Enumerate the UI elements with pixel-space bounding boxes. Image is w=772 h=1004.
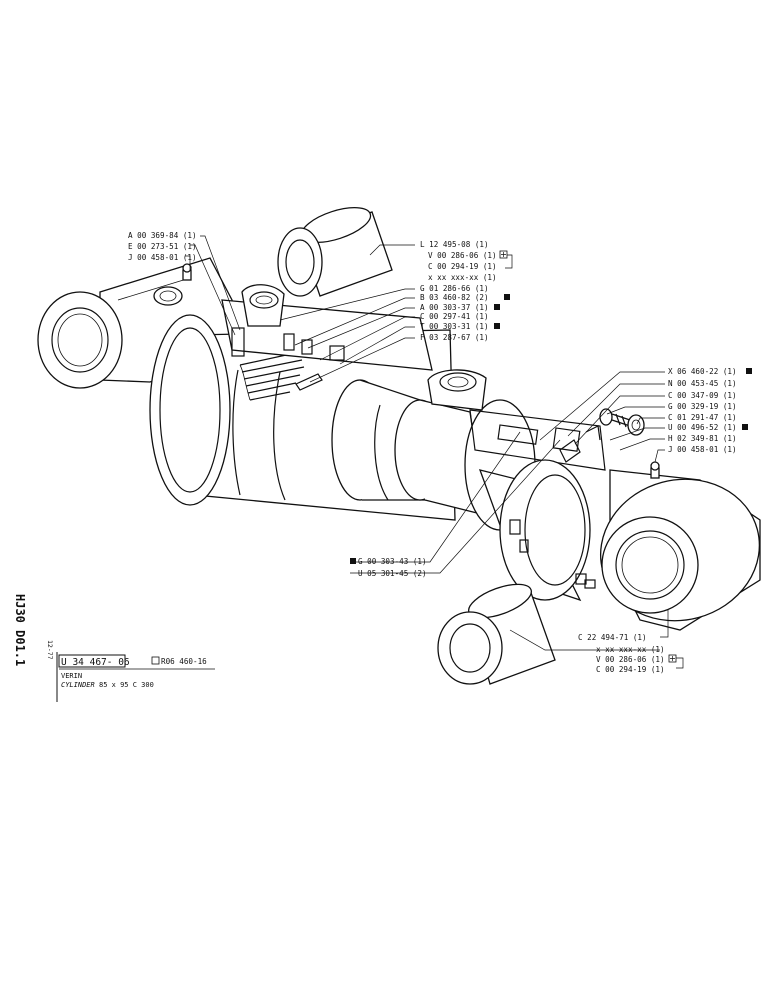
- adjust-screw-icon: [599, 408, 645, 436]
- callout-c-291: C 01 291-47 (1): [668, 413, 737, 422]
- callout-b-460: B 03 460-82 (2): [420, 293, 489, 302]
- callout-a-369: A 00 369-84 (1): [128, 231, 197, 240]
- thread-section-icon: [239, 351, 305, 401]
- callout-h-349: H 02 349-81 (1): [668, 434, 737, 443]
- spacer-bush-bottom-icon: [437, 583, 556, 685]
- callout-labels: A 00 369-84 (1) E 00 273-51 (1) J 00 458…: [128, 231, 752, 674]
- plus-mark-icon: [670, 656, 675, 661]
- callout-t-303: T 00 303-31 (1): [420, 322, 489, 331]
- filled-square-icon: [504, 294, 510, 300]
- callout-v-286-top: V 00 286-06 (1): [428, 251, 497, 260]
- callout-n-453: N 00 453-45 (1): [668, 379, 737, 388]
- piston-rod-icon: [331, 379, 536, 531]
- name-fr: VERIN: [61, 672, 82, 680]
- part-number: U 34 467- 06: [61, 657, 130, 668]
- callout-c-294-top: C 00 294-19 (1): [428, 262, 497, 271]
- cylinder-drawing: [37, 206, 761, 685]
- callout-u-496: U 00 496-52 (1): [668, 423, 737, 432]
- callout-x-xx-bottom: x xx xxx-xx (1): [596, 645, 665, 654]
- callout-g-329: G 00 329-19 (1): [668, 402, 737, 411]
- callout-a-303: A 00 303-37 (1): [420, 303, 489, 312]
- filled-square-icon: [494, 323, 500, 329]
- callout-l-12495: L 12 495-08 (1): [420, 240, 489, 249]
- grease-nipple-right-icon: [650, 461, 660, 479]
- date-code: 12-77: [46, 640, 54, 660]
- filled-square-icon: [746, 368, 752, 374]
- callout-g-303: G 00 303-43 (1): [358, 557, 427, 566]
- callout-c-294-bottom: C 00 294-19 (1): [596, 665, 665, 674]
- callout-c-22494: C 22 494-71 (1): [578, 633, 647, 642]
- reference-box-icon: [151, 656, 160, 665]
- part-number-box: [58, 654, 126, 668]
- callout-f-287: F 03 287-67 (1): [420, 333, 489, 342]
- callout-c-297: C 00 297-41 (1): [420, 312, 489, 321]
- callout-x-460: X 06 460-22 (1): [668, 367, 737, 376]
- callout-g-286: G 01 286-66 (1): [420, 284, 489, 293]
- title-block: HJ30 D01.1 12-77 U 34 467- 06 R06 460-16…: [13, 594, 215, 702]
- plus-mark-icon: [501, 252, 506, 257]
- grease-nipple-top-icon: [153, 263, 192, 306]
- callout-u-301: U 05 301-45 (2): [358, 569, 427, 578]
- callout-v-286-bottom: V 00 286-06 (1): [596, 655, 665, 664]
- name-en: CYLINDER: [61, 681, 95, 689]
- spacer-bush-top-icon: [277, 206, 393, 297]
- callout-x-xx-top: x xx xxx-xx (1): [428, 273, 497, 282]
- side-code: HJ30 D01.1: [13, 594, 27, 666]
- callout-j-458-right: J 00 458-01 (1): [668, 445, 737, 454]
- reference-number: R06 460-16: [161, 657, 207, 666]
- callout-e-273: E 00 273-51 (1): [128, 242, 197, 251]
- filled-square-icon: [742, 424, 748, 430]
- filled-square-icon: [494, 304, 500, 310]
- oil-port-icon: [427, 369, 606, 471]
- front-eye-icon: [599, 469, 761, 631]
- cylinder-head-cutaway-icon: [221, 284, 433, 391]
- callout-c-347: C 00 347-09 (1): [668, 391, 737, 400]
- leader-lines: [185, 235, 684, 669]
- callout-j-458-top: J 00 458-01 (1): [128, 253, 197, 262]
- rear-eye-icon: [37, 257, 241, 389]
- front-gland-icon: [478, 459, 596, 602]
- filled-square-icon: [350, 558, 356, 564]
- spec: 85 x 95 C 300: [99, 681, 154, 689]
